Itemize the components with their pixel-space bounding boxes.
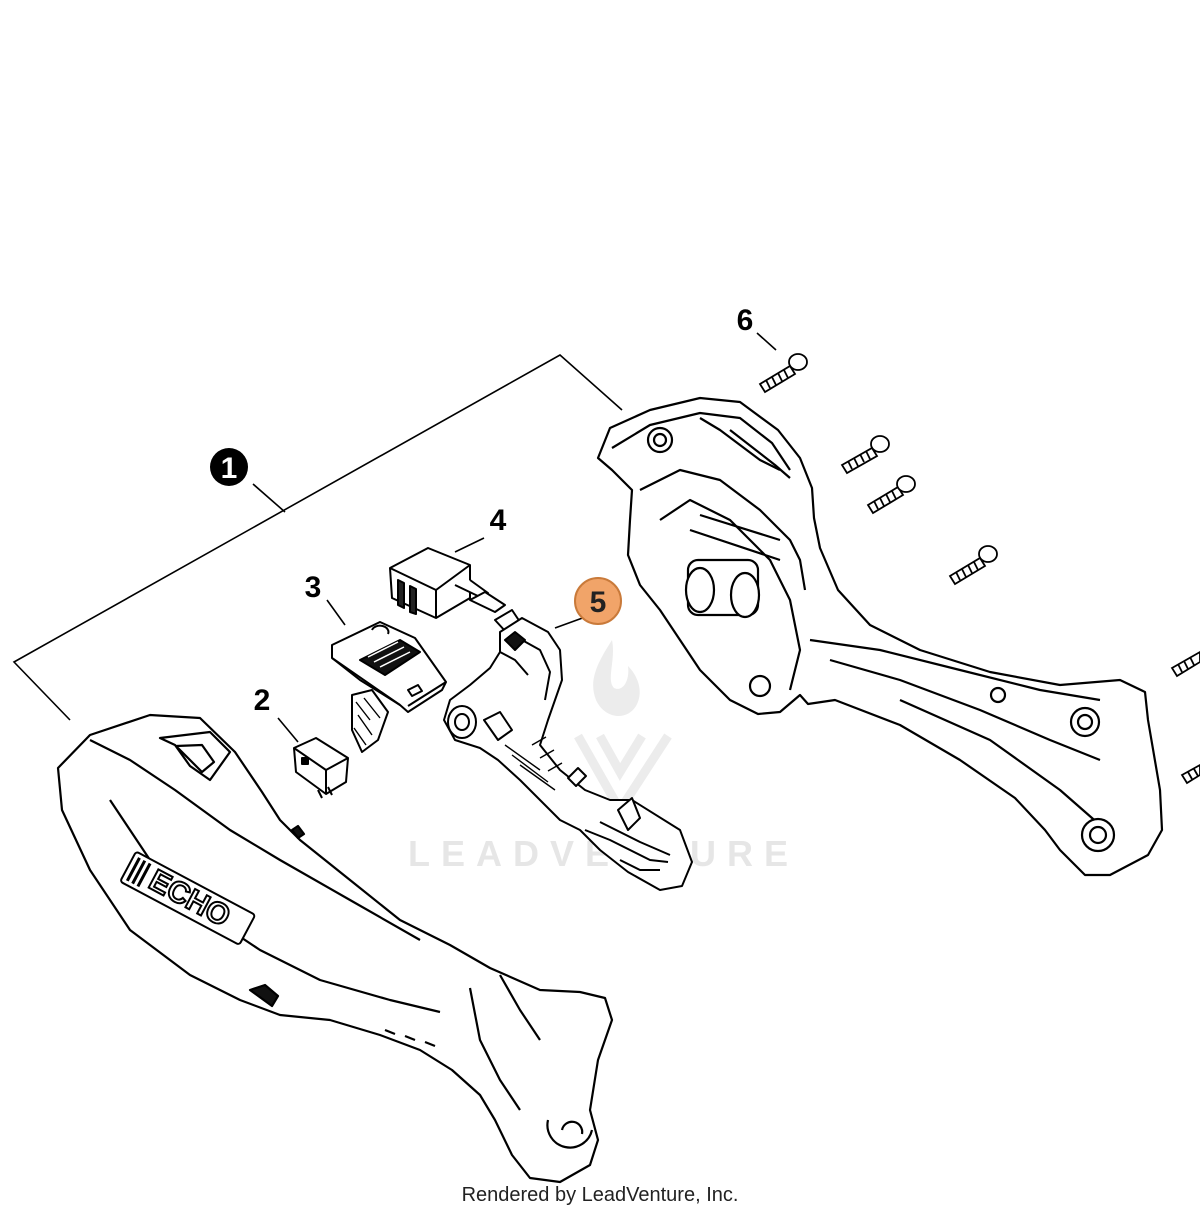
watermark-flame-icon bbox=[593, 640, 640, 717]
left-handle-cover bbox=[58, 715, 612, 1182]
footer-credit: Rendered by LeadVenture, Inc. bbox=[461, 1184, 739, 1206]
callout-6-label: 6 bbox=[737, 304, 754, 337]
callout-4-label: 4 bbox=[490, 504, 507, 537]
callout-3: 3 bbox=[305, 571, 322, 604]
screw-5 bbox=[1170, 650, 1200, 678]
trigger-lever-part bbox=[444, 618, 692, 890]
trigger-part bbox=[332, 622, 446, 752]
screw-1 bbox=[758, 353, 808, 394]
callout-2: 2 bbox=[254, 684, 271, 717]
screw-4 bbox=[948, 545, 998, 586]
callout-6: 6 bbox=[737, 304, 754, 337]
callout-1: 1 bbox=[210, 448, 248, 486]
callout-4: 4 bbox=[490, 504, 507, 537]
switch-part bbox=[390, 548, 520, 632]
screws bbox=[758, 353, 1200, 785]
screw-6 bbox=[1180, 763, 1200, 785]
callout-5-label: 5 bbox=[590, 586, 607, 619]
screw-2 bbox=[840, 435, 890, 475]
screw-3 bbox=[866, 475, 916, 515]
callout-3-label: 3 bbox=[305, 571, 322, 604]
assembly-bracket bbox=[12, 354, 623, 721]
callout-2-label: 2 bbox=[254, 684, 271, 717]
right-handle-housing bbox=[598, 398, 1162, 875]
micro-switch-part bbox=[294, 738, 348, 798]
callout-5[interactable]: 5 bbox=[574, 577, 622, 625]
callout-1-label: 1 bbox=[221, 452, 238, 485]
